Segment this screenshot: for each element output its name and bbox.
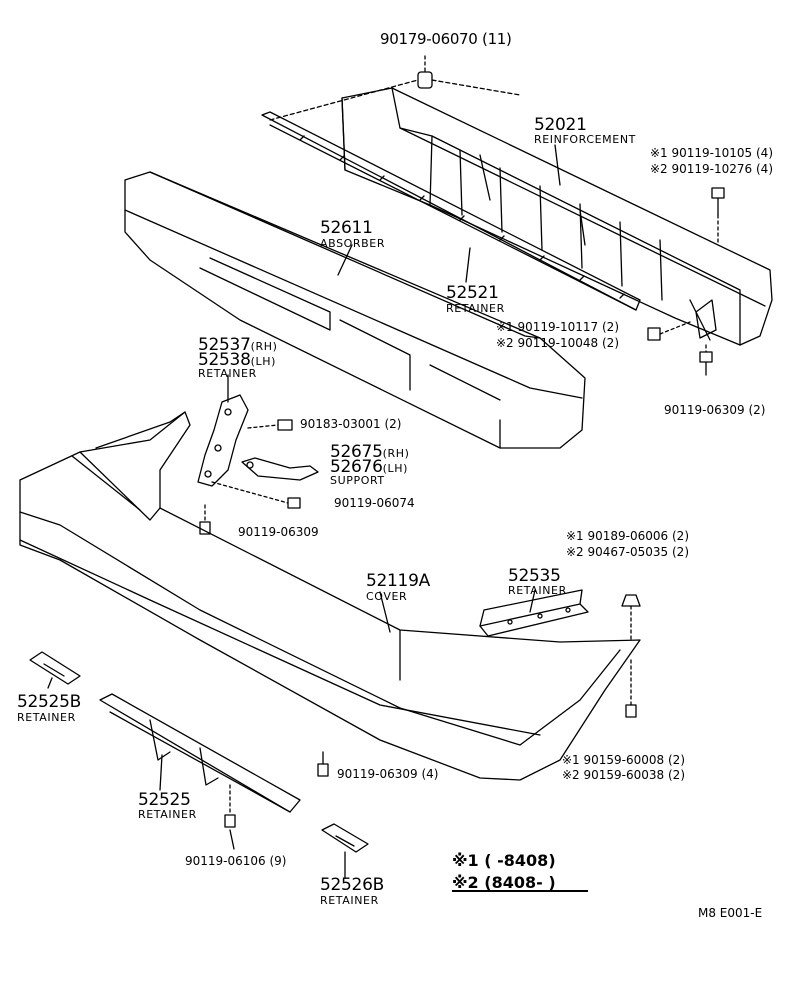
bumper-cover-shape xyxy=(19,411,641,781)
part-b1: ※1 90159-60008 (2) xyxy=(562,753,685,767)
part-c1: ※1 90189-06006 (2) xyxy=(566,529,689,543)
part-52611-name: ABSORBER xyxy=(320,237,386,250)
legend-row-2: ※2 (8408- ) xyxy=(452,873,556,892)
production-date-legend: ※1 ( -8408) ※2 (8408- ) xyxy=(452,850,588,894)
part-52535: 52535 xyxy=(508,566,561,586)
part-52021: 52021 xyxy=(534,115,587,135)
part-90119-06106: 90119-06106 (9) xyxy=(185,854,287,868)
part-52675: 52675(RH) xyxy=(330,442,410,462)
part-52535-name: RETAINER xyxy=(508,584,567,597)
reinforcement-shape xyxy=(341,87,773,346)
diagram-code: M8 E001-E xyxy=(698,906,763,920)
screw-icon-support xyxy=(211,481,301,509)
part-52525b: 52525B xyxy=(17,692,81,712)
part-52521-name: RETAINER xyxy=(446,302,505,315)
support-shape xyxy=(241,457,319,481)
clip-nut-icon xyxy=(417,55,433,89)
retainer-52525b-shape xyxy=(29,651,81,685)
part-52611: 52611 xyxy=(320,218,373,238)
part-52537-name: RETAINER xyxy=(198,367,257,380)
clip-nut-right-icon xyxy=(621,594,641,641)
bolt-icon-lower xyxy=(699,344,713,376)
screw-icon xyxy=(647,321,691,341)
part-r1: ※1 90119-10105 (4) xyxy=(650,146,773,160)
part-90119-06309-4: 90119-06309 (4) xyxy=(337,767,439,781)
legend-underline xyxy=(452,890,588,892)
part-s1: ※1 90119-10117 (2) xyxy=(496,320,619,334)
clip-icon xyxy=(247,419,293,431)
part-52119a-name: COVER xyxy=(366,590,408,603)
retainer-52526b-shape xyxy=(321,823,369,853)
side-retainer-shape xyxy=(197,394,249,487)
part-52021-name: REINFORCEMENT xyxy=(534,133,636,146)
part-52538: 52538(LH) xyxy=(198,350,276,370)
part-52521: 52521 xyxy=(446,283,499,303)
part-90119-06309: 90119-06309 xyxy=(238,525,319,539)
part-90179-06070: 90179-06070 (11) xyxy=(380,30,512,48)
bolt-icon xyxy=(711,187,725,246)
part-90119-06074: 90119-06074 xyxy=(334,496,415,510)
part-52675-name: SUPPORT xyxy=(330,474,385,487)
part-90183-03001: 90183-03001 (2) xyxy=(300,417,402,431)
part-c2: ※2 90467-05035 (2) xyxy=(566,545,689,559)
part-s2: ※2 90119-10048 (2) xyxy=(496,336,619,350)
retainer-52525-shape xyxy=(99,693,301,816)
part-52526b-name: RETAINER xyxy=(320,894,379,907)
bolt-icon-center xyxy=(317,751,329,777)
part-52119a: 52119A xyxy=(366,571,430,591)
part-52525b-name: RETAINER xyxy=(17,711,76,724)
part-52537: 52537(RH) xyxy=(198,335,278,355)
part-90119-06309-2: 90119-06309 (2) xyxy=(664,403,766,417)
part-52526b: 52526B xyxy=(320,875,384,895)
part-52525: 52525 xyxy=(138,790,191,810)
legend-row-1: ※1 ( -8408) xyxy=(452,851,556,870)
part-52525-name: RETAINER xyxy=(138,808,197,821)
part-b2: ※2 90159-60038 (2) xyxy=(562,768,685,782)
part-r2: ※2 90119-10276 (4) xyxy=(650,162,773,176)
bolt-icon-right xyxy=(625,659,637,718)
screw-icon-bottom xyxy=(224,814,236,828)
part-52676: 52676(LH) xyxy=(330,457,408,477)
retainer-strip-shape xyxy=(261,111,641,311)
absorber-shape xyxy=(124,171,586,449)
